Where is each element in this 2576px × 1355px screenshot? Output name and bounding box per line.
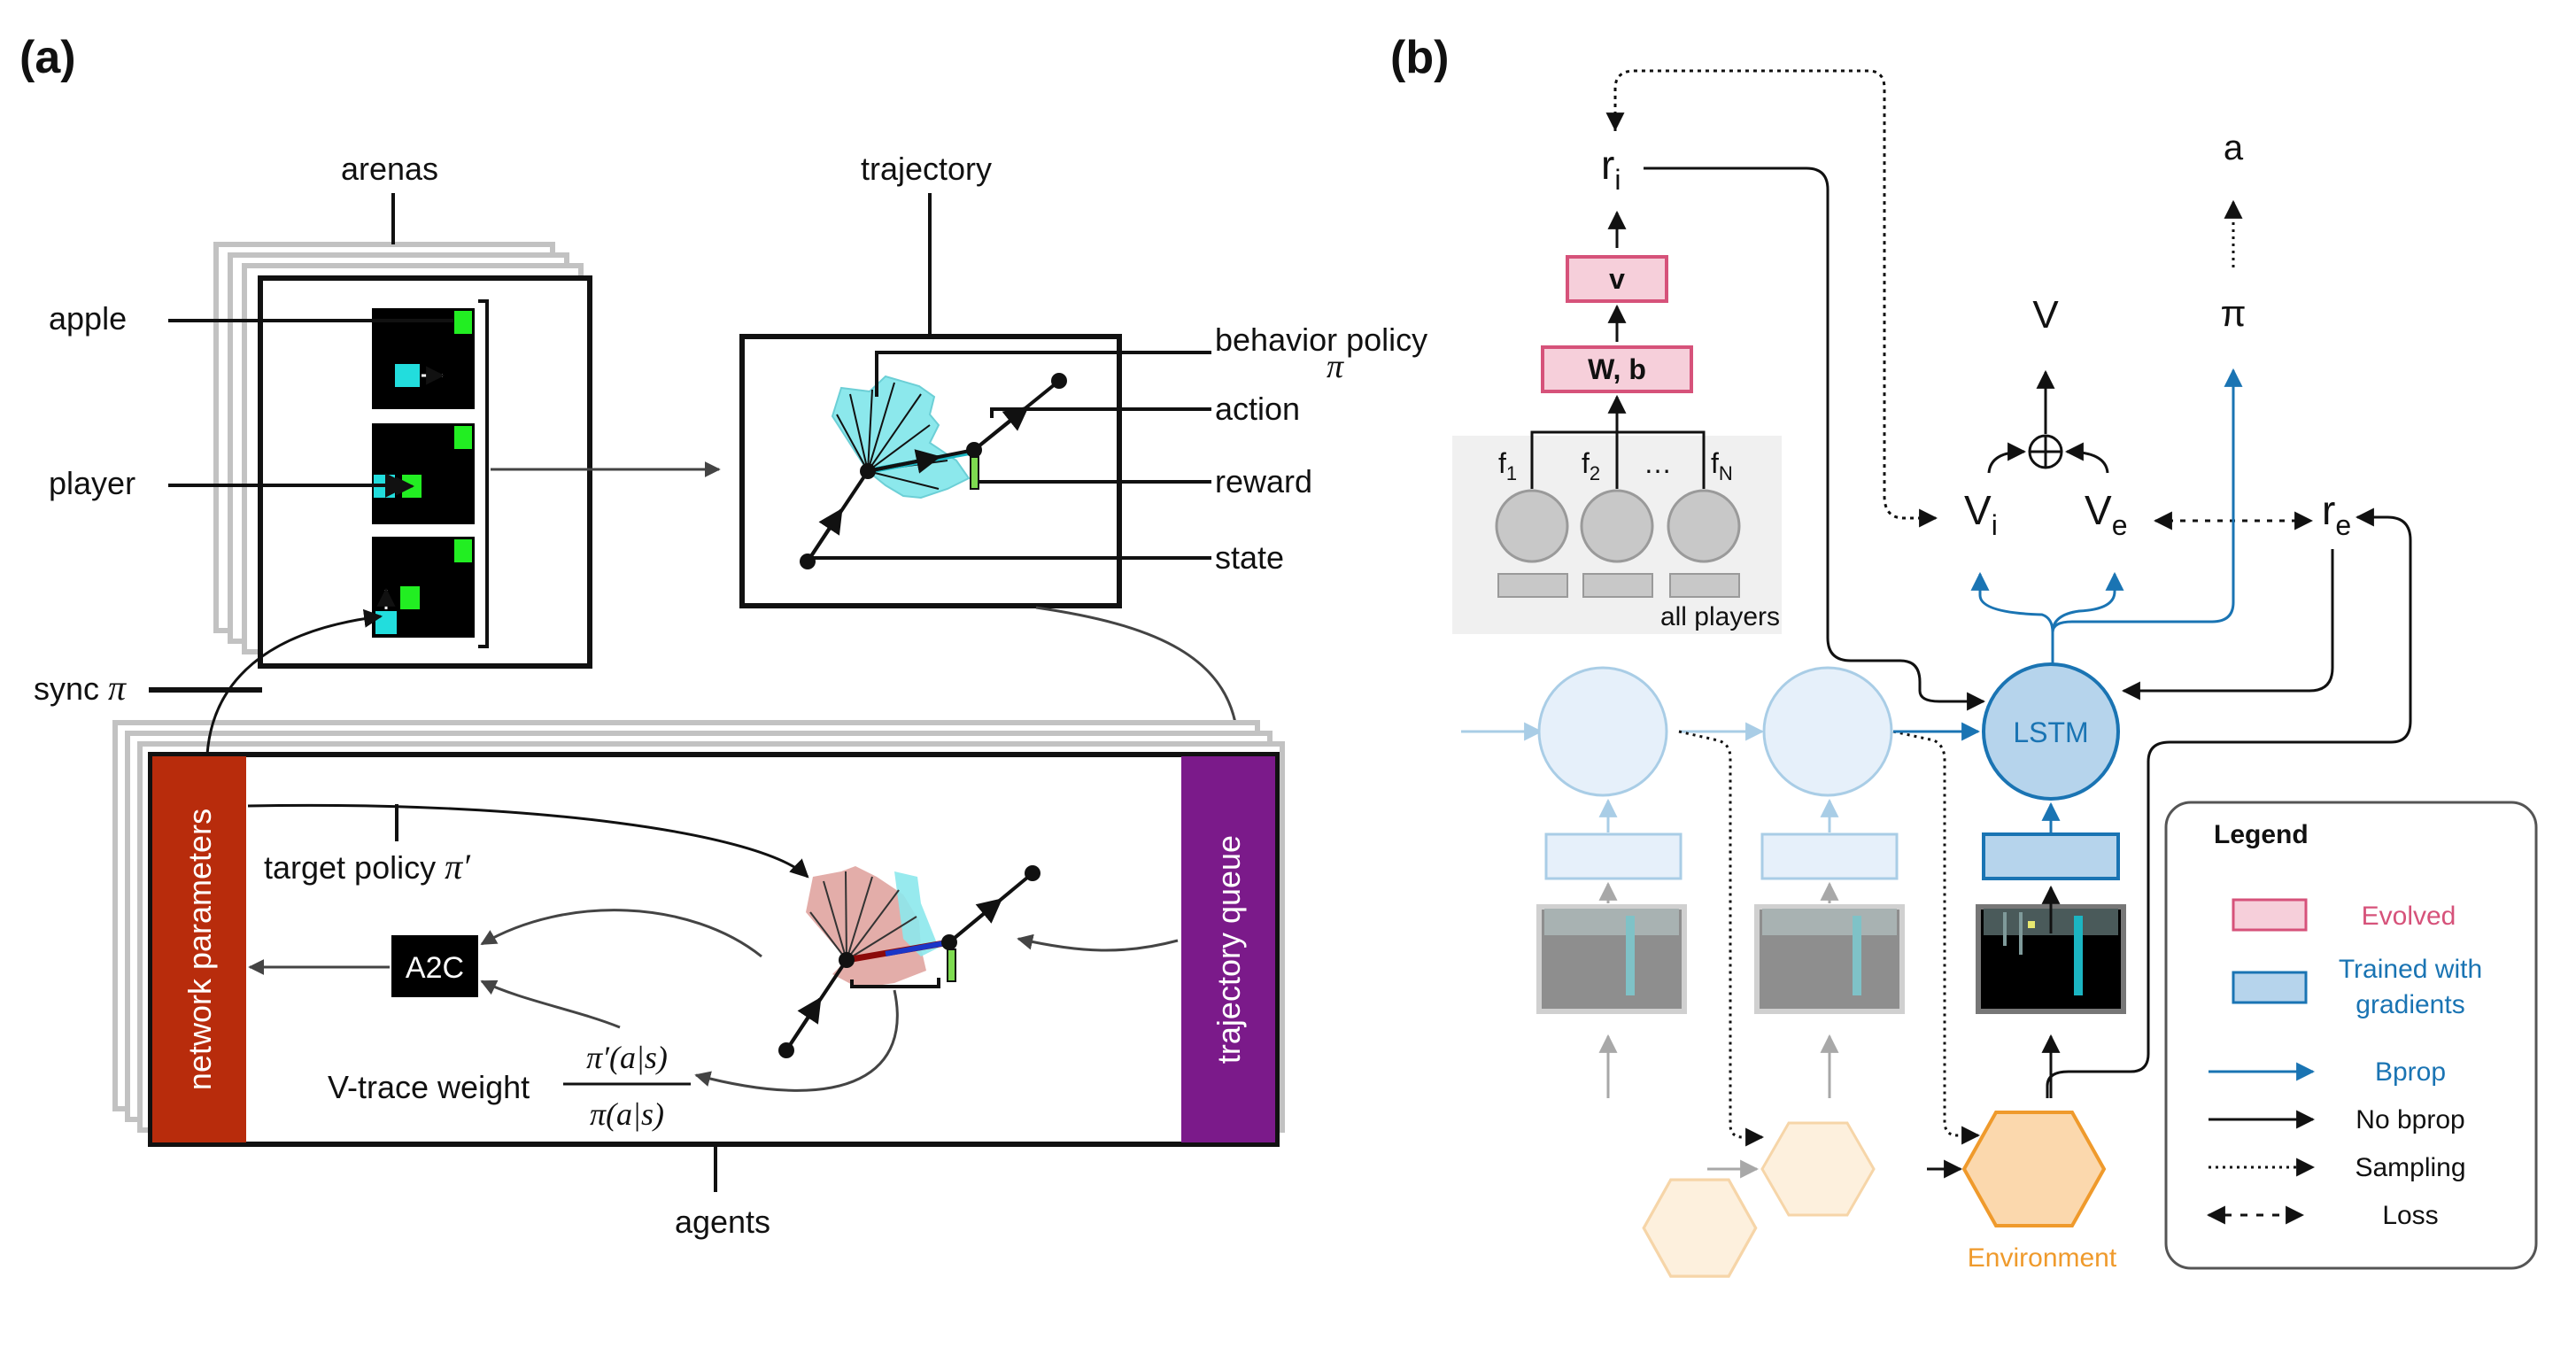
vtrace-denominator: π(a|s) (590, 1096, 664, 1132)
legend: Legend Evolved Trained with gradients Bp… (2164, 801, 2538, 1270)
v-i-label: Vi (1964, 487, 1998, 541)
behavior-policy-label: behavior policy (1215, 321, 1427, 358)
f2-label: f2 (1582, 447, 1600, 484)
reward-label: reward (1215, 463, 1312, 499)
faded-step-2 (1679, 666, 1905, 1217)
lstm-node (1982, 662, 2120, 801)
action-label: action (1215, 391, 1300, 427)
target-policy-label: target policy π′ (264, 847, 471, 887)
legend-trained-swatch (2232, 971, 2308, 1004)
player-marker (395, 364, 420, 387)
lstm-bprop-outputs (1970, 368, 2243, 670)
legend-evolved-swatch (2232, 898, 2308, 932)
legend-bprop-label: Bprop (2375, 1057, 2446, 1087)
a-label: a (2224, 128, 2244, 167)
apple-marker (454, 311, 472, 334)
all-players-label: all players (1660, 602, 1780, 631)
agent-trajectory-path (778, 865, 1040, 1058)
panel-a: (a) arenas (19, 32, 1427, 1240)
trajectory-label: trajectory (861, 151, 992, 187)
player-feature-n (1667, 489, 1741, 563)
sync-label: sync π (34, 668, 127, 708)
panel-b-label: (b) (1390, 32, 1449, 83)
r-i-label: ri (1601, 142, 1621, 196)
vtrace-numerator: π′(a|s) (586, 1040, 668, 1075)
a2c-box (391, 935, 478, 997)
player-feature-1 (1495, 489, 1569, 563)
legend-evolved-label: Evolved (2362, 902, 2456, 931)
agents-stack (112, 720, 1285, 1147)
v-total-label: V (2032, 293, 2059, 337)
arena-frame-1 (372, 308, 475, 409)
vtrace-label: V-trace weight (328, 1069, 530, 1105)
behavior-pi-symbol: π (1327, 348, 1344, 385)
wb-label: W, b (1588, 353, 1646, 385)
target-policy-fan (806, 866, 950, 988)
legend-trained-label-2: gradients (2356, 990, 2464, 1019)
apple-label: apple (49, 300, 127, 337)
v-e-label: Ve (2085, 487, 2127, 541)
pi-label: π (2221, 292, 2247, 334)
legend-loss-label: Loss (2382, 1201, 2438, 1230)
state-label: state (1215, 539, 1284, 576)
environment-label: Environment (1968, 1243, 2117, 1273)
trajectory-path (800, 373, 1067, 569)
dots-label: … (1644, 447, 1672, 479)
lstm-input-box (1982, 832, 2120, 880)
environment-node (1961, 1111, 2107, 1227)
faded-step-1 (1461, 666, 1758, 1278)
legend-sampling-label: Sampling (2355, 1153, 2465, 1182)
fn-label: fN (1711, 447, 1733, 484)
r-e-label: re (2322, 487, 2351, 541)
panel-b: (b) ri v W, b f1 f2 … fN all players V (1390, 32, 2538, 1278)
trajectory-queue-bar (1181, 756, 1275, 1142)
lstm-label: LSTM (2013, 716, 2088, 748)
network-parameters-bar (152, 756, 246, 1142)
arena-frame-2 (372, 423, 475, 524)
arena-frame-3 (372, 537, 475, 638)
arenas-label: arenas (341, 151, 438, 187)
player-label: player (49, 465, 135, 501)
player-feature-2 (1580, 489, 1654, 563)
a2c-label: A2C (406, 951, 464, 985)
wb-box (1541, 345, 1693, 393)
network-parameters-label: network parameters (182, 809, 218, 1090)
v-label: v (1609, 263, 1625, 295)
legend-trained-label-1: Trained with (2339, 955, 2482, 984)
agents-label: agents (675, 1204, 770, 1240)
active-step: LSTM Environment (1893, 662, 2126, 1273)
panel-a-label: (a) (19, 32, 76, 83)
reward-bar (970, 456, 979, 490)
f1-label: f1 (1498, 447, 1517, 484)
trajectory-queue-label: trajectory queue (1211, 835, 1247, 1064)
legend-nobprop-label: No bprop (2356, 1105, 2464, 1134)
legend-title: Legend (2214, 820, 2309, 849)
v-box (1566, 255, 1668, 303)
legend-box (2164, 801, 2538, 1270)
